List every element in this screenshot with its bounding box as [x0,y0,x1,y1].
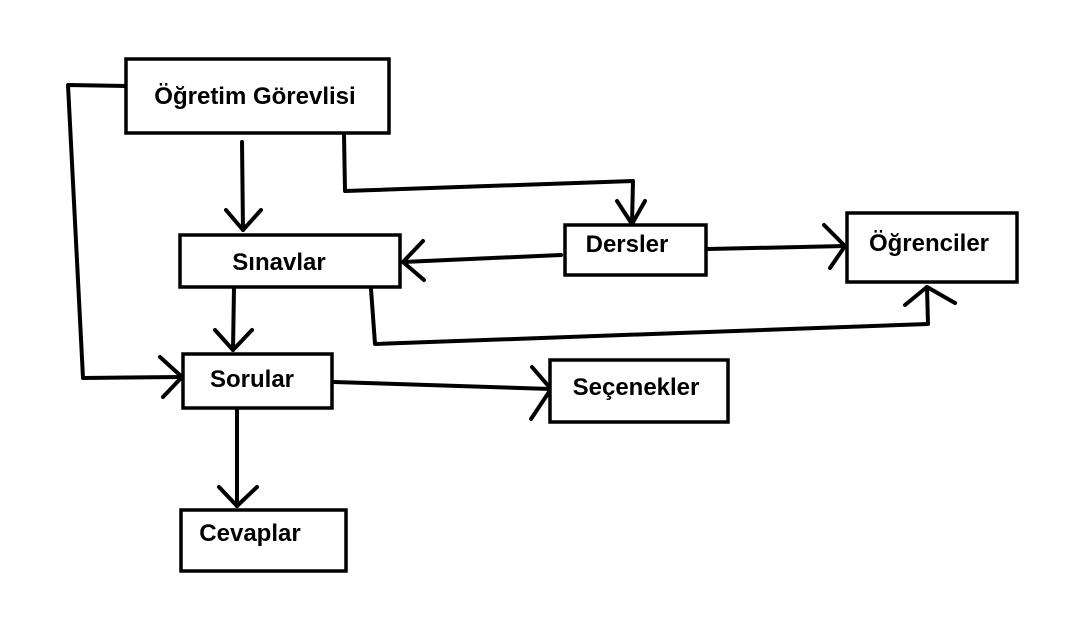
arrowhead-right-icon [529,365,553,421]
arrowhead-down-icon [213,328,254,352]
edge-dersler-to-ogrenciler [706,223,847,270]
edge-dersler-to-sinavlar [401,239,563,282]
node-ogretim-gorevlisi: Öğretim Görevlisi [124,57,391,135]
edge-sorular-to-secenekler [332,365,553,421]
node-secenekler: Seçenekler [548,358,730,424]
arrowhead-down-icon [224,208,263,232]
node-sinavlar: Sınavlar [178,233,402,289]
node-dersler: Dersler [563,223,708,277]
node-label-dersler: Dersler [586,231,669,258]
edge-sinavlar-to-sorular [213,285,254,352]
edge-sinavlar-to-ogrenciler [369,285,957,346]
node-ogrenciler: Öğrenciler [845,211,1019,284]
node-label-cevaplar: Cevaplar [199,520,300,547]
arrowhead-down-icon [217,485,259,508]
node-label-sinavlar: Sınavlar [232,249,325,276]
node-sorular: Sorular [181,352,334,410]
arrowhead-up-icon [903,285,957,307]
edge-ogretim-gorevlisi-to-dersler [342,132,647,226]
node-label-ogrenciler: Öğrenciler [869,230,989,257]
node-cevaplar: Cevaplar [179,508,348,573]
node-label-secenekler: Seçenekler [573,374,700,401]
arrowhead-left-icon [401,239,426,282]
edge-ogretim-gorevlisi-to-sinavlar [224,140,263,232]
node-label-ogretim-gorevlisi: Öğretim Görevlisi [154,83,355,110]
edge-sorular-to-cevaplar [217,408,259,508]
node-label-sorular: Sorular [210,366,294,393]
arrowhead-right-icon [822,223,847,270]
